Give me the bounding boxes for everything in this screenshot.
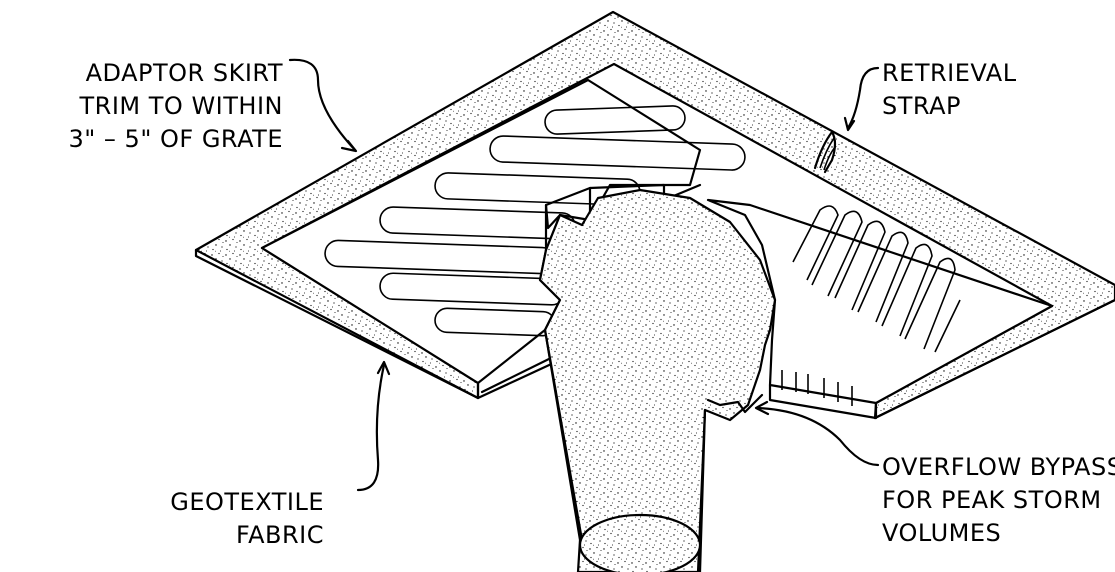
label-overflow-bypass: OVERFLOW BYPASS FOR PEAK STORM VOLUMES: [882, 453, 1115, 547]
label-retrieval-strap-line2: STRAP: [882, 92, 961, 120]
leader-adaptor-skirt: [288, 58, 357, 152]
label-overflow-bypass-line1: OVERFLOW BYPASS: [882, 453, 1115, 481]
label-adaptor-skirt: ADAPTOR SKIRT TRIM TO WITHIN 3" – 5" OF …: [68, 59, 283, 153]
leader-retrieval-strap: [846, 66, 880, 130]
sack-bottom: [578, 513, 702, 572]
label-retrieval-strap: RETRIEVAL STRAP: [882, 59, 1017, 120]
label-adaptor-skirt-line1: ADAPTOR SKIRT: [86, 59, 283, 87]
label-geotextile-fabric-line1: GEOTEXTILE: [170, 488, 324, 516]
leader-overflow: [755, 406, 880, 467]
grate-right: [706, 198, 1054, 405]
label-adaptor-skirt-line3: 3" – 5" OF GRATE: [68, 125, 283, 153]
skirt-edge-right: [873, 298, 1115, 420]
label-retrieval-strap-line1: RETRIEVAL: [882, 59, 1017, 87]
skirt-edge: [194, 248, 480, 400]
leader-geotextile: [356, 363, 386, 492]
label-overflow-bypass-line2: FOR PEAK STORM: [882, 486, 1102, 514]
retrieval-strap: [813, 130, 837, 174]
grate-slots-right: [792, 205, 961, 353]
label-adaptor-skirt-line2: TRIM TO WITHIN: [79, 92, 283, 120]
label-geotextile-fabric-line2: FABRIC: [236, 521, 324, 549]
grate-front-bars: [768, 370, 878, 420]
label-geotextile-fabric: GEOTEXTILE FABRIC: [170, 488, 324, 549]
geotextile-sack: [538, 188, 777, 572]
label-overflow-bypass-line3: VOLUMES: [882, 519, 1001, 547]
